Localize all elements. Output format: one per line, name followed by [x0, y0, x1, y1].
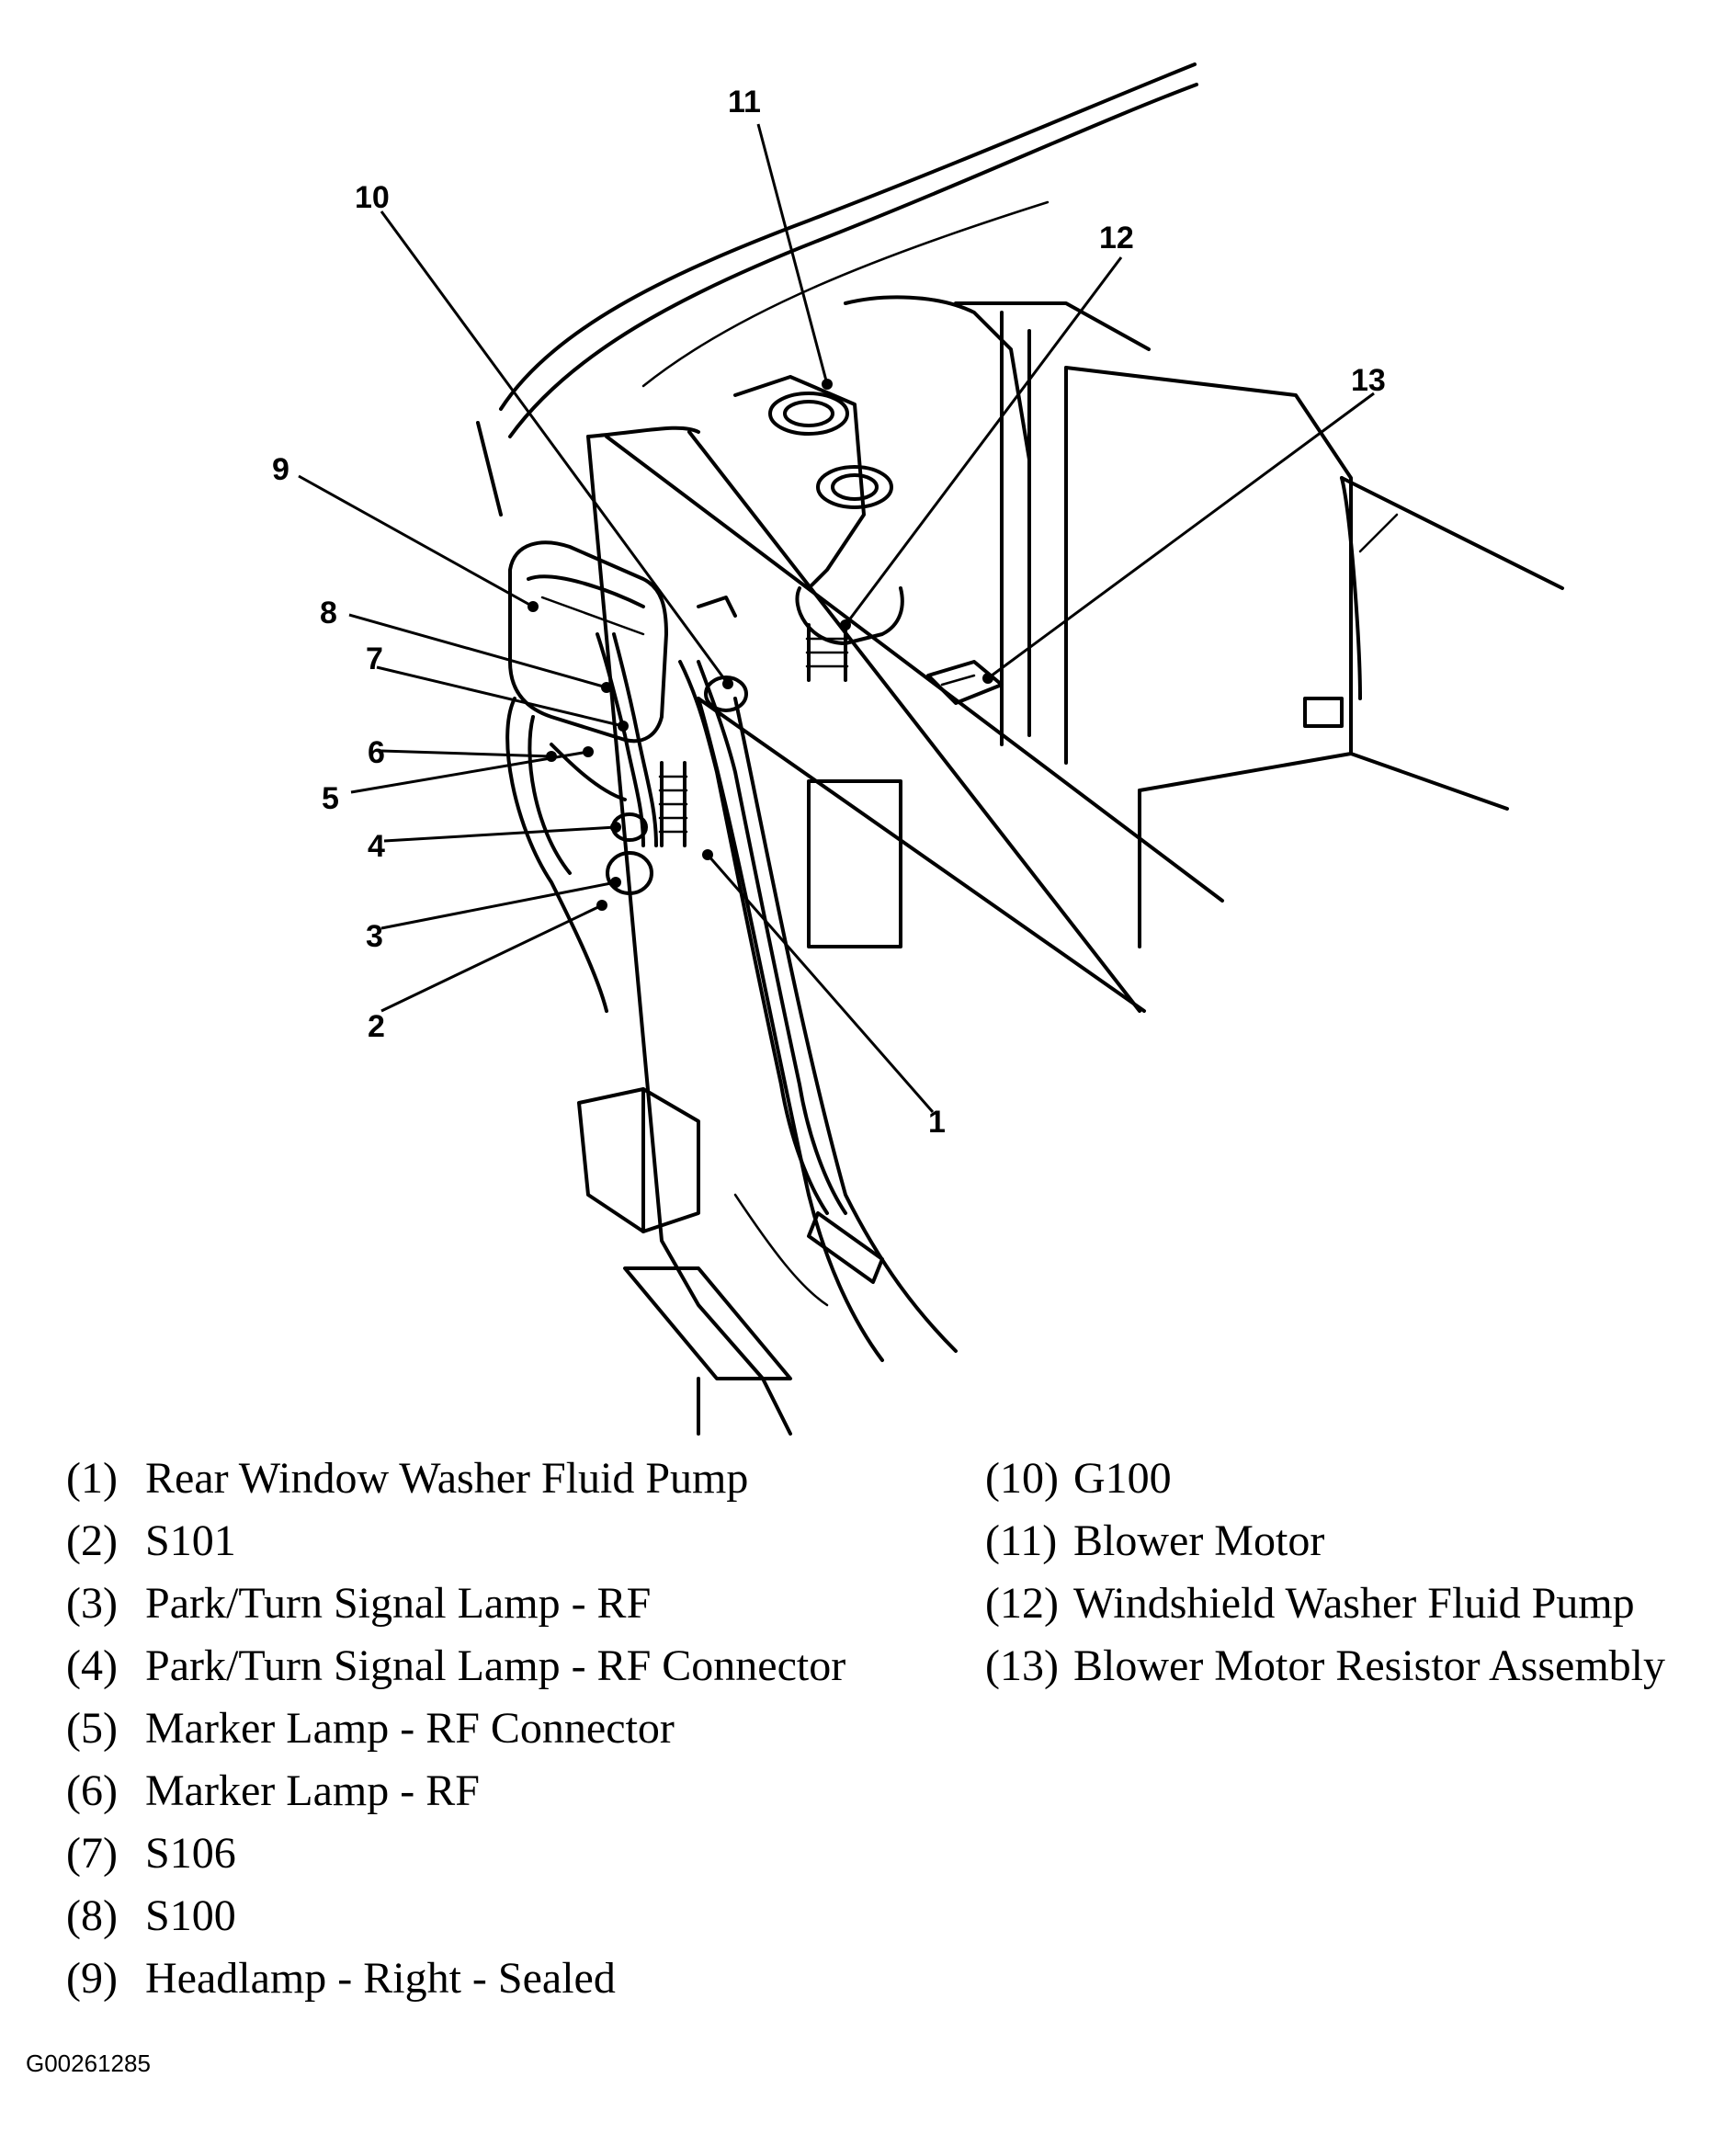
legend-number: (1) — [66, 1454, 118, 1503]
fender-inner-panel — [586, 426, 958, 1436]
legend-item: (4) Park/Turn Signal Lamp - RF Connector — [66, 1635, 845, 1697]
legend-number: (10) — [985, 1454, 1059, 1503]
washer-reservoir — [733, 375, 904, 682]
resistor-connector — [926, 660, 1004, 705]
legend-label: Marker Lamp - RF Connector — [145, 1704, 675, 1753]
legend-left-column: (1) Rear Window Washer Fluid Pump (2) S101… — [66, 1448, 845, 2010]
callout-13: 13 — [1351, 363, 1386, 398]
legend-label: Park/Turn Signal Lamp - RF Connector — [145, 1641, 846, 1690]
legend-item: (12) Windshield Washer Fluid Pump — [985, 1573, 1665, 1635]
callout-labels: 1 2 3 4 5 6 7 8 9 10 11 12 13 — [272, 85, 1386, 1140]
ground-stud-g100 — [697, 596, 748, 712]
callout-8: 8 — [320, 596, 337, 630]
legend-number: (4) — [66, 1641, 118, 1690]
legend-label: Rear Window Washer Fluid Pump — [145, 1454, 749, 1503]
legend-label: Blower Motor Resistor Assembly — [1073, 1641, 1665, 1690]
legend-item: (9) Headlamp - Right - Sealed — [66, 1947, 845, 2010]
callout-11: 11 — [728, 85, 761, 119]
hood-edge — [476, 62, 1198, 517]
legend-item: (7) S106 — [66, 1822, 845, 1885]
legend-item: (13) Blower Motor Resistor Assembly — [985, 1635, 1665, 1697]
callout-3: 3 — [366, 919, 383, 954]
legend-number: (9) — [66, 1954, 118, 2003]
legend-item: (2) S101 — [66, 1510, 845, 1573]
callout-1: 1 — [928, 1105, 946, 1140]
park-turn-lamp-assembly — [505, 697, 653, 1013]
legend-number: (2) — [66, 1516, 118, 1565]
legend-label: Headlamp - Right - Sealed — [145, 1954, 616, 2003]
legend-item: (3) Park/Turn Signal Lamp - RF — [66, 1573, 845, 1635]
legend-number: (6) — [66, 1766, 118, 1815]
legend-label: S106 — [145, 1829, 236, 1878]
legend-number: (8) — [66, 1891, 118, 1940]
wiring-harness — [596, 632, 884, 1284]
lower-bracket-box — [577, 1087, 700, 1233]
leader-lines — [298, 123, 1375, 1113]
rear-washer-pump-body — [658, 761, 688, 847]
legend-right-column: (10) G100 (11) Blower Motor (12) Windshield… — [985, 1448, 1665, 1697]
engine-compartment-diagram: 1 2 3 4 5 6 7 8 9 10 11 12 13 — [272, 62, 1564, 1436]
radiator-support — [605, 430, 1224, 1013]
legend-number: (12) — [985, 1579, 1059, 1628]
legend-label: Blower Motor — [1073, 1516, 1325, 1565]
legend-item: (6) Marker Lamp - RF — [66, 1760, 845, 1822]
legend-number: (5) — [66, 1704, 118, 1753]
legend-number: (13) — [985, 1641, 1059, 1690]
legend-label: Windshield Washer Fluid Pump — [1073, 1579, 1635, 1628]
callout-12: 12 — [1099, 221, 1134, 255]
legend-label: S100 — [145, 1891, 236, 1940]
legend-item: (8) S100 — [66, 1885, 845, 1947]
callout-10: 10 — [355, 180, 390, 215]
headlamp-housing — [508, 540, 668, 744]
legend-label: Marker Lamp - RF — [145, 1766, 480, 1815]
legend-number: (3) — [66, 1579, 118, 1628]
callout-4: 4 — [368, 829, 385, 864]
legend-number: (11) — [985, 1516, 1058, 1565]
legend-item: (11) Blower Motor — [985, 1510, 1665, 1573]
legend-item: (10) G100 — [985, 1448, 1665, 1510]
blower-housing — [844, 295, 1564, 948]
legend-number: (7) — [66, 1829, 118, 1878]
callout-2: 2 — [368, 1009, 385, 1044]
legend-item: (5) Marker Lamp - RF Connector — [66, 1697, 845, 1760]
legend-label: G100 — [1073, 1454, 1172, 1503]
figure-code: G00261285 — [26, 2049, 151, 2077]
callout-9: 9 — [272, 452, 289, 487]
callout-5: 5 — [322, 781, 339, 816]
legend-label: Park/Turn Signal Lamp - RF — [145, 1579, 652, 1628]
legend-label: S101 — [145, 1516, 236, 1565]
callout-7: 7 — [366, 642, 383, 676]
legend-item: (1) Rear Window Washer Fluid Pump — [66, 1448, 845, 1510]
callout-6: 6 — [368, 735, 385, 770]
